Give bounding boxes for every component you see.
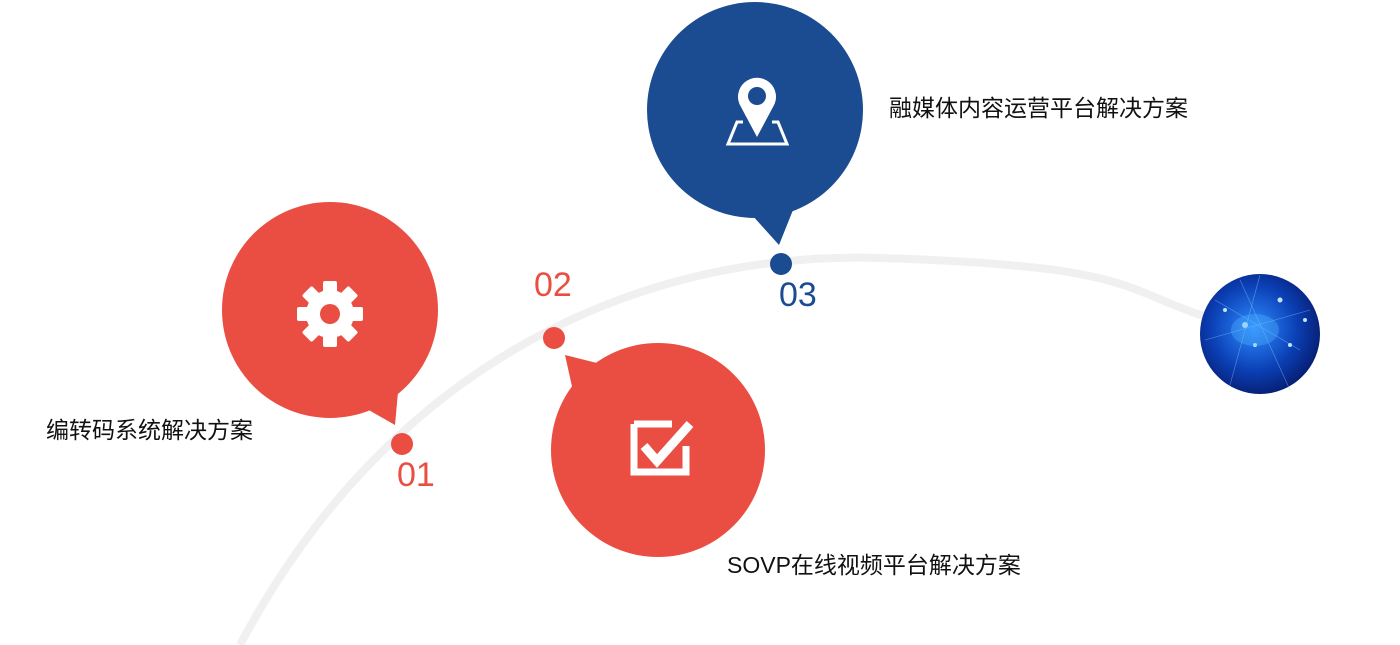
step-02-label: SOVP在线视频平台解决方案 [727,552,1021,578]
step-01-number: 01 [397,456,435,494]
dot-03 [770,253,792,275]
dot-02 [543,327,565,349]
step-03-label: 融媒体内容运营平台解决方案 [889,95,1188,121]
ai-brain-image [1200,274,1320,394]
dot-01 [391,433,413,455]
gear-icon [297,281,363,347]
step-03-number: 03 [779,276,817,314]
map-pin-icon [725,77,790,146]
bubble-02 [551,343,765,557]
step-01-label: 编转码系统解决方案 [46,417,253,443]
step-02-number: 02 [534,266,572,304]
checkbox-icon [630,420,694,476]
